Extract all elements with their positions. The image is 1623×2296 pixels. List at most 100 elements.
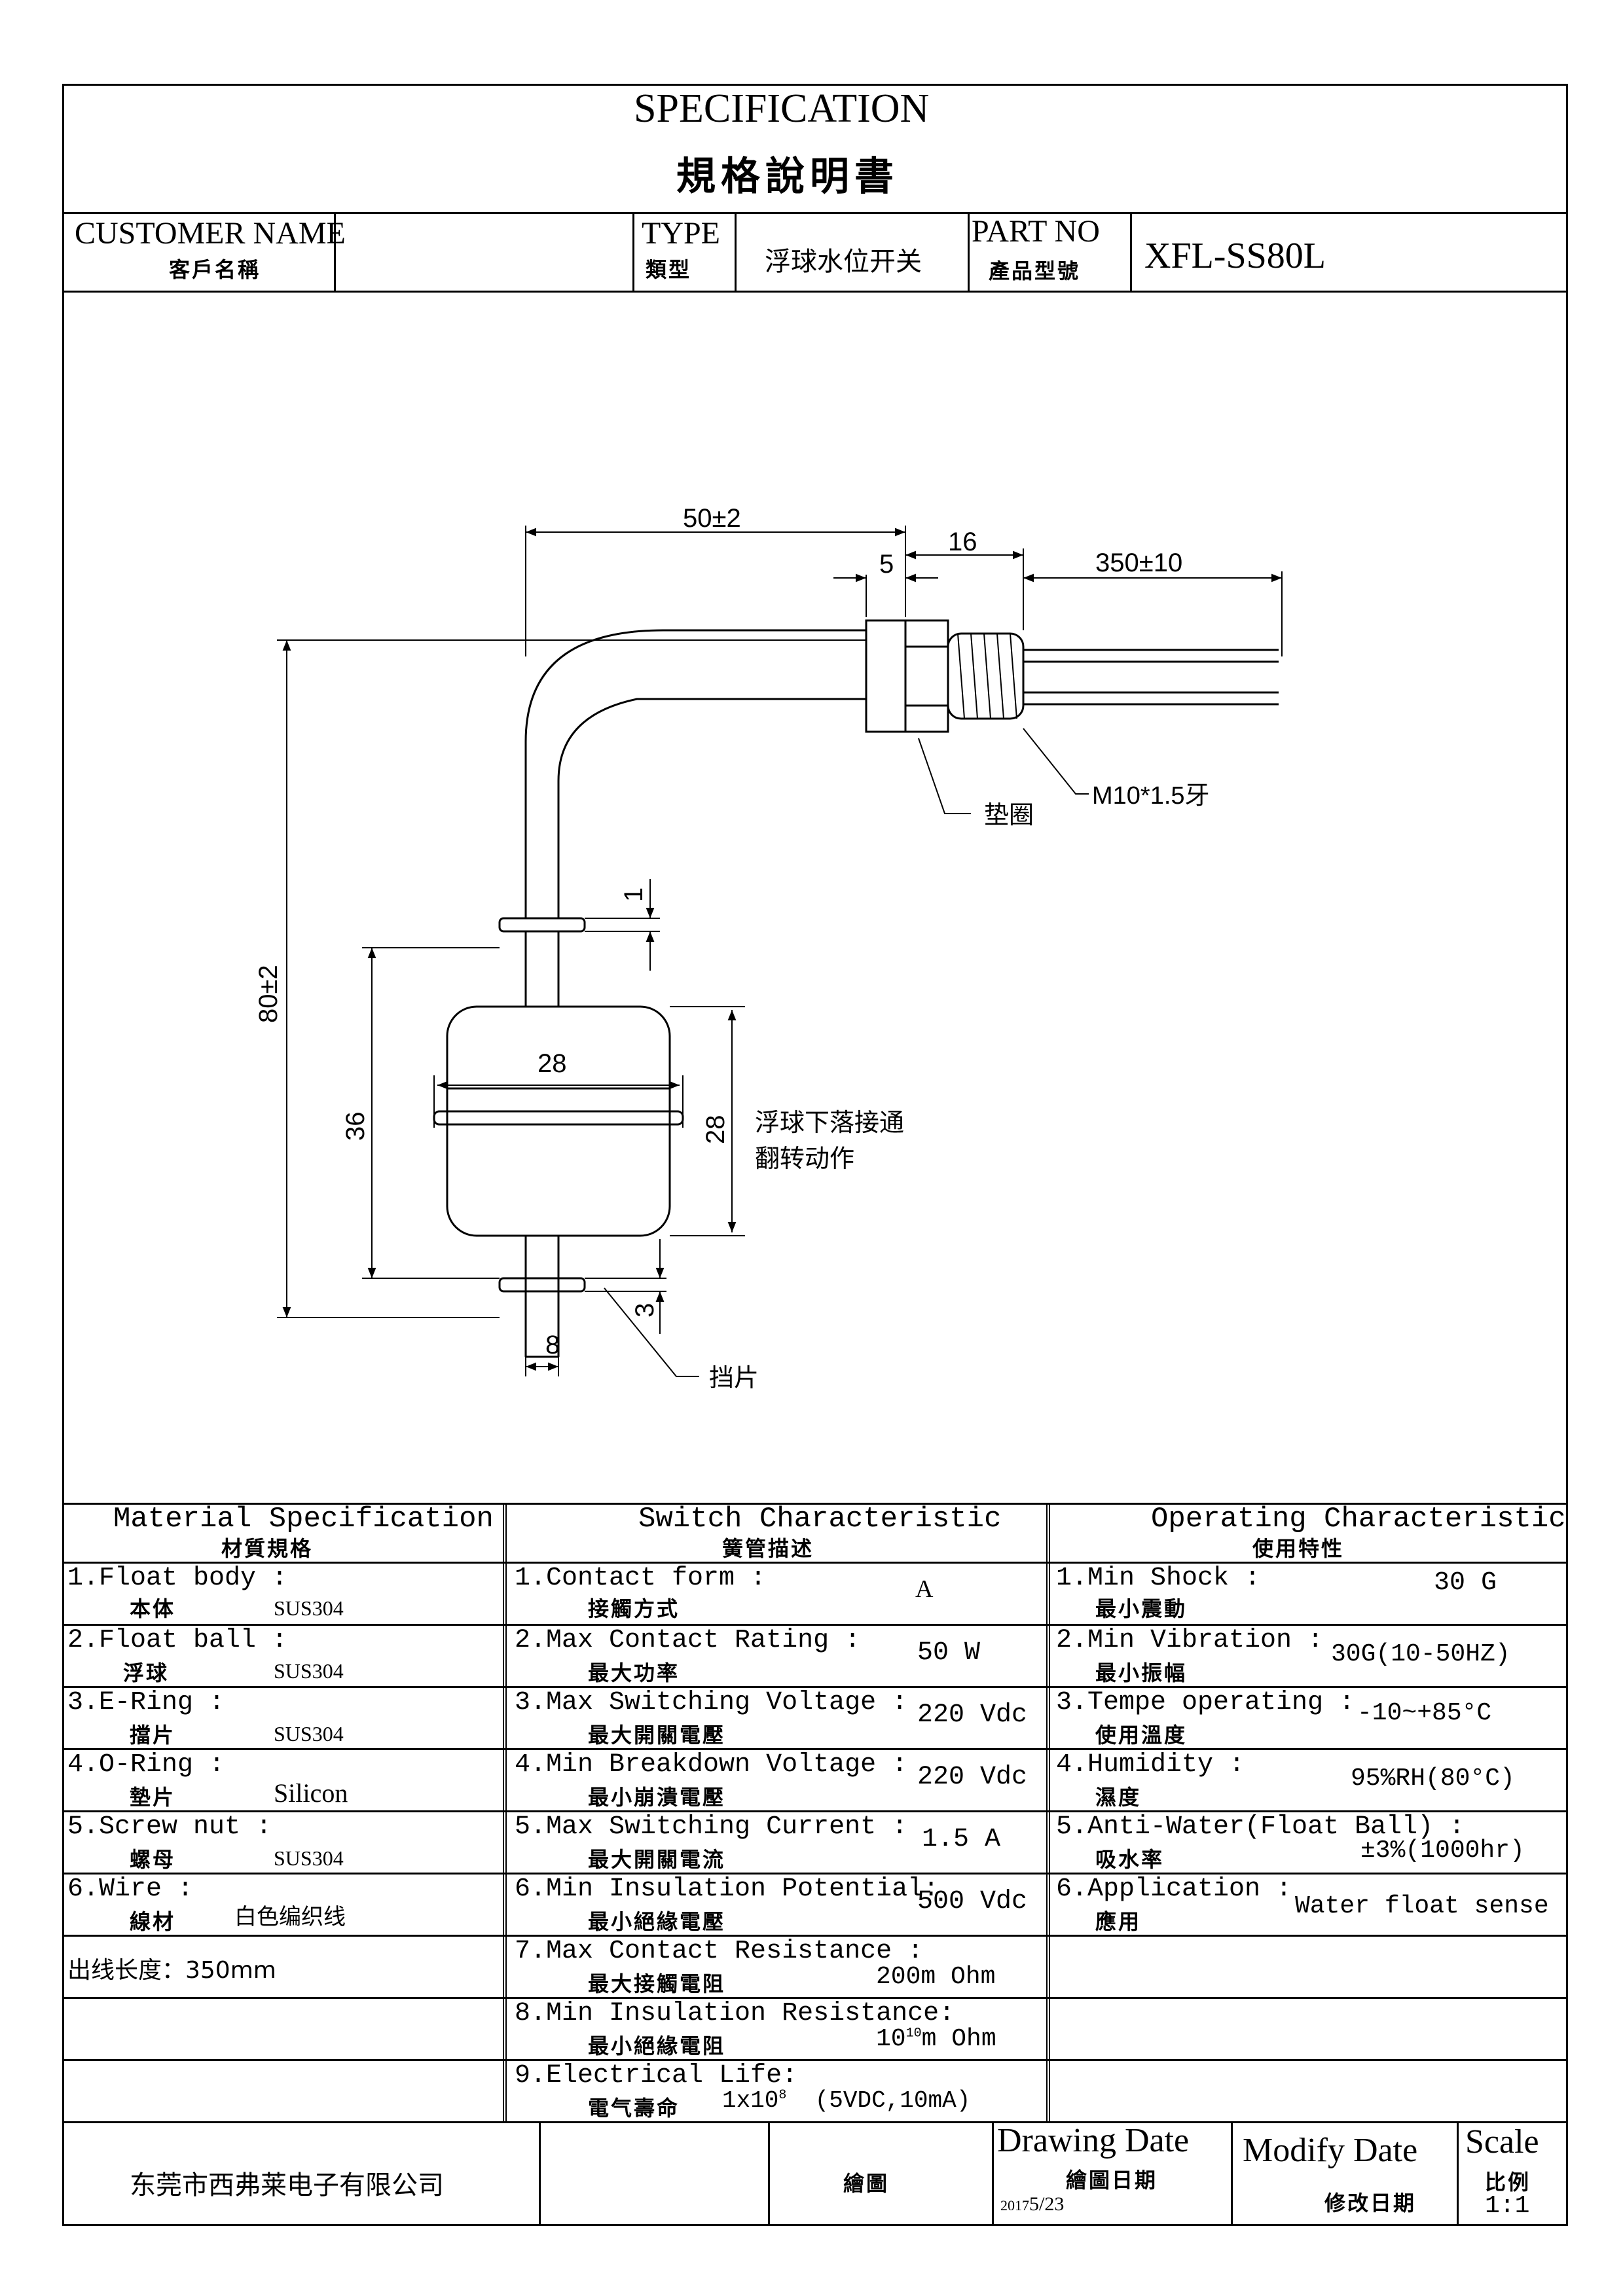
note-line2: 翻转动作 — [755, 1145, 854, 1173]
switch-item-8-en: 8.Min Insulation Resistance: — [515, 1999, 955, 2028]
operating-item-6-value: Water float sense — [1295, 1892, 1549, 1920]
drawing-date-value: 20175/23 — [1000, 2193, 1064, 2215]
material-item-1-cn: 本体 — [130, 1596, 176, 1621]
material-item-5-cn: 螺母 — [130, 1847, 176, 1872]
company-name: 东莞市西弗莱电子有限公司 — [130, 2170, 444, 2200]
material-item-5-en: 5.Screw nut : — [67, 1812, 272, 1842]
title-cn: 規格說明書 — [676, 154, 899, 200]
drawn-label: 繪圖 — [843, 2171, 890, 2196]
scale-value: 1:1 — [1485, 2192, 1530, 2220]
type-label: TYPE — [642, 216, 720, 251]
operating-item-5-en: 5.Anti-Water(Float Ball) : — [1056, 1812, 1465, 1842]
note-line1: 浮球下落接通 — [755, 1109, 904, 1137]
customer-name-label: CUSTOMER NAME — [75, 216, 346, 251]
drawing-date-label: Drawing Date — [997, 2122, 1190, 2159]
dim-ring-gap: 1 — [619, 888, 648, 902]
switch-item-4-cn: 最小崩潰電壓 — [588, 1785, 726, 1810]
material-item-5-value: SUS304 — [274, 1846, 344, 1870]
callout-gasket: 垫圈 — [984, 802, 1034, 829]
operating-heading-cn: 使用特性 — [1252, 1536, 1345, 1561]
switch-item-5-value: 1.5 A — [922, 1825, 1001, 1854]
wire-length: 出线长度：350mm — [67, 1957, 276, 1984]
material-item-4-value: Silicon — [274, 1778, 348, 1808]
dim-gasket: 5 — [879, 550, 894, 579]
material-item-6-value: 白色编织线 — [234, 1904, 346, 1930]
switch-item-7-cn: 最大接觸電阻 — [588, 1971, 726, 1996]
dim-float-diameter: 28 — [538, 1049, 567, 1078]
material-item-2-en: 2.Float ball : — [67, 1626, 288, 1655]
dim-wire: 350±10 — [1095, 548, 1182, 577]
switch-item-6-cn: 最小絕緣電壓 — [588, 1909, 726, 1934]
switch-item-2-cn: 最大功率 — [588, 1660, 680, 1685]
operating-item-4-en: 4.Humidity : — [1056, 1750, 1245, 1780]
switch-item-1-value: A — [915, 1575, 934, 1603]
material-heading-en: Material Specification — [113, 1503, 494, 1535]
switch-item-7-en: 7.Max Contact Resistance : — [515, 1937, 924, 1966]
switch-heading-cn: 簧管描述 — [722, 1536, 814, 1561]
switch-item-9-cn: 電气壽命 — [588, 2096, 680, 2121]
switch-item-9-base: 1x10 — [722, 2087, 779, 2114]
dim-total-height: 80±2 — [254, 965, 283, 1023]
switch-item-3-value: 220 Vdc — [917, 1700, 1028, 1730]
material-item-3-en: 3.E-Ring : — [67, 1688, 225, 1717]
switch-item-1-en: 1.Contact form : — [515, 1564, 767, 1593]
switch-item-5-en: 5.Max Switching Current : — [515, 1812, 908, 1842]
modify-date-label: Modify Date — [1243, 2132, 1418, 2169]
dim-float-travel: 36 — [341, 1112, 370, 1141]
part-no-value: XFL-SS80L — [1144, 236, 1326, 276]
material-item-6-cn: 線材 — [130, 1909, 176, 1934]
switch-item-4-value: 220 Vdc — [917, 1763, 1028, 1792]
type-value: 浮球水位开关 — [765, 247, 922, 277]
operating-item-2-value: 30G(10-50HZ) — [1331, 1640, 1510, 1668]
operating-item-2-cn: 最小振幅 — [1095, 1660, 1188, 1685]
operating-item-5-value: ±3%(1000hr) — [1360, 1837, 1525, 1865]
switch-item-8-cn: 最小絕緣電阻 — [588, 2034, 726, 2058]
dim-nut: 16 — [948, 528, 977, 556]
operating-item-2-en: 2.Min Vibration : — [1056, 1626, 1324, 1655]
dim-eclip: 3 — [630, 1303, 659, 1318]
switch-item-8-base: 10 — [876, 2025, 906, 2053]
switch-item-3-cn: 最大開關電壓 — [588, 1723, 726, 1748]
material-item-6-en: 6.Wire : — [67, 1874, 194, 1904]
operating-item-4-cn: 濕度 — [1095, 1785, 1142, 1810]
operating-item-3-value: -10~+85°C — [1357, 1699, 1492, 1727]
drawing-date-year: 2017 — [1000, 2197, 1029, 2214]
switch-item-8-unit: m Ohm — [921, 2025, 996, 2053]
callout-thread: M10*1.5牙 — [1092, 782, 1210, 810]
technical-drawing: 50±2 16 5 350±10 80±2 36 1 28 28 8 3 垫圈 … — [254, 504, 1283, 1392]
material-item-3-cn: 擋片 — [130, 1723, 176, 1748]
operating-item-3-cn: 使用溫度 — [1095, 1723, 1188, 1748]
operating-item-1-cn: 最小震動 — [1095, 1596, 1188, 1621]
operating-item-4-value: 95%RH(80°C) — [1351, 1765, 1515, 1793]
switch-item-6-en: 6.Min Insulation Potential: — [515, 1874, 939, 1904]
operating-item-1-value: 30 G — [1434, 1568, 1497, 1598]
dim-width: 50±2 — [683, 504, 741, 533]
drawing-date-label-cn: 繪圖日期 — [1066, 2168, 1158, 2193]
switch-item-2-en: 2.Max Contact Rating : — [515, 1626, 861, 1655]
switch-item-7-value: 200m Ohm — [876, 1963, 996, 1991]
material-item-1-en: 1.Float body : — [67, 1564, 288, 1593]
switch-item-3-en: 3.Max Switching Voltage : — [515, 1688, 908, 1717]
switch-item-6-value: 500 Vdc — [917, 1887, 1028, 1916]
switch-item-9-unit: (5VDC,10mA) — [814, 2087, 971, 2114]
operating-item-6-en: 6.Application : — [1056, 1874, 1292, 1904]
switch-item-4-en: 4.Min Breakdown Voltage : — [515, 1750, 908, 1780]
switch-item-8-exp: 10 — [905, 2026, 922, 2041]
material-item-2-value: SUS304 — [274, 1659, 344, 1683]
scale-label-cn: 比例 — [1485, 2170, 1531, 2195]
drawing-date-rest: 5/23 — [1029, 2193, 1065, 2215]
callout-eclip: 挡片 — [709, 1365, 759, 1392]
title-en: SPECIFICATION — [634, 86, 930, 131]
switch-item-1-cn: 接觸方式 — [588, 1596, 680, 1621]
scale-label: Scale — [1465, 2123, 1539, 2161]
material-item-4-en: 4.O-Ring : — [67, 1750, 225, 1780]
part-no-label: PART NO — [972, 214, 1100, 249]
switch-item-9-en: 9.Electrical Life: — [515, 2061, 798, 2090]
operating-item-6-cn: 應用 — [1095, 1909, 1142, 1934]
switch-item-8-value: 1010m Ohm — [876, 2025, 996, 2053]
part-no-label-cn: 產品型號 — [989, 259, 1081, 283]
switch-heading-en: Switch Characteristic — [638, 1503, 1002, 1535]
type-label-cn: 類型 — [646, 257, 692, 282]
dim-float-height: 28 — [701, 1115, 730, 1145]
specification-sheet: SPECIFICATION 規格說明書 CUSTOMER NAME 客戶名稱 T… — [62, 84, 1568, 2226]
